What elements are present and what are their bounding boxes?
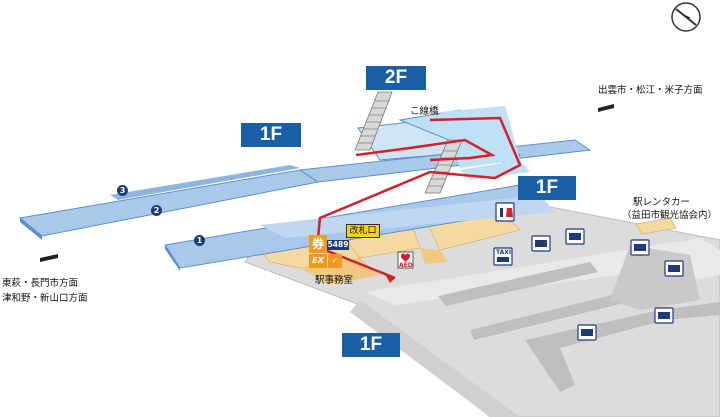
aed-icon <box>397 251 414 269</box>
floor-badge-1f-bottom: 1F <box>342 333 400 357</box>
taxi-icon <box>493 247 513 266</box>
ic-card-icon: ✓ <box>328 254 342 268</box>
direction-higashihagi: 東萩・長門市方面 <box>2 278 79 289</box>
floor-badge-1f-right: 1F <box>518 176 576 200</box>
bridge-label: こ線橋 <box>410 106 439 117</box>
staircase-top <box>354 91 393 151</box>
direction-tsuwano: 津和野・新山口方面 <box>2 293 88 304</box>
aed-label: AED <box>399 262 413 269</box>
overhead-bridge <box>357 106 530 180</box>
direction-izumo: 出雲市・松江・米子方面 <box>598 85 703 96</box>
station-office-label: 駅事務室 <box>315 275 354 286</box>
bus-icon <box>630 239 650 256</box>
platform-number-2: 2 <box>151 205 162 216</box>
ticket-gate-sign: 改札口 <box>346 224 380 238</box>
rental-car-sublabel: （益田市観光協会内） <box>622 210 718 221</box>
toilet-icon <box>495 202 515 222</box>
bus-stop-icons <box>531 228 684 341</box>
compass-icon <box>671 2 701 32</box>
bus-icon <box>664 260 684 277</box>
rental-car-office <box>635 217 677 235</box>
bus-icon <box>531 235 551 252</box>
floor-badge-2f: 2F <box>366 66 426 90</box>
bus-icon <box>565 228 585 245</box>
taxi-label: TAXI <box>496 249 512 256</box>
ex-service-icon: EX <box>309 254 327 268</box>
bus-icon <box>577 324 597 341</box>
ticket-machine-icon: 券 <box>309 235 327 253</box>
platform-number-1: 1 <box>194 235 205 246</box>
rental-car-label: 駅レンタカー <box>633 197 691 208</box>
platform-number-3: 3 <box>117 185 128 196</box>
bus-plaza <box>244 204 720 417</box>
ticket-machine-number: 5489 <box>327 240 349 250</box>
floor-badge-1f-top: 1F <box>241 123 301 147</box>
bus-icon <box>654 307 674 324</box>
